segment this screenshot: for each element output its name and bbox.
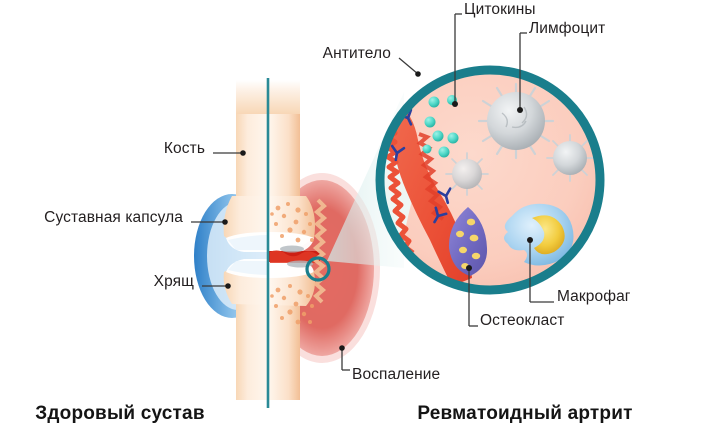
label-cytokines: Цитокины (464, 1, 536, 18)
macrophage-cell (504, 203, 574, 266)
label-antibody: Антитело (322, 45, 391, 62)
joint-erosion (268, 198, 328, 304)
bone-speckles (270, 202, 314, 325)
title-rheumatoid-arthritis: Ревматоидный артрит (417, 403, 633, 424)
joint-illustration (194, 78, 380, 408)
label-cartilage: Хрящ (153, 273, 194, 290)
leader-lines (191, 13, 554, 371)
label-macrophage: Макрофаг (557, 288, 631, 305)
label-osteoclast: Остеокласт (480, 312, 565, 329)
lymphocytes-group (445, 82, 594, 196)
title-healthy-joint: Здоровый сустав (35, 403, 205, 424)
label-inflammation: Воспаление (352, 366, 441, 383)
antibodies-group (390, 108, 452, 224)
magnifier-ring (375, 65, 605, 295)
leader-endpoints (222, 71, 533, 351)
magnifier-source-circle (305, 256, 331, 282)
cytokines-group (422, 95, 459, 158)
label-lymphocyte: Лимфоцит (529, 20, 606, 37)
label-joint-capsule: Суставная капсула (44, 209, 183, 226)
osteoclast-cell (448, 207, 488, 276)
label-bone: Кость (163, 140, 205, 157)
magnified-view (375, 65, 605, 295)
